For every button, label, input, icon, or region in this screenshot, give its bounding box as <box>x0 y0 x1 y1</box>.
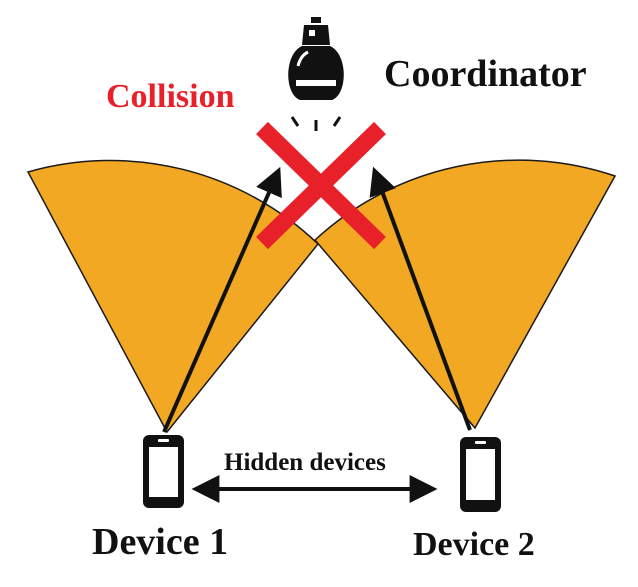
device1-smartphone-icon <box>143 435 184 508</box>
device2-label: Device 2 <box>413 526 535 563</box>
device1-transmission-arrow <box>162 166 282 433</box>
device2-smartphone-icon <box>460 437 501 512</box>
device1-beam-sector <box>26 159 320 434</box>
coordinator-label: Coordinator <box>384 53 587 95</box>
device2-beam-sector <box>313 159 617 430</box>
device2-transmission-arrow <box>369 166 472 431</box>
device1-label: Device 1 <box>92 521 229 563</box>
collision-label: Collision <box>106 78 235 115</box>
light-bulb-icon <box>288 17 344 131</box>
collision-x-icon <box>256 121 386 250</box>
hidden-devices-label: Hidden devices <box>224 449 386 476</box>
